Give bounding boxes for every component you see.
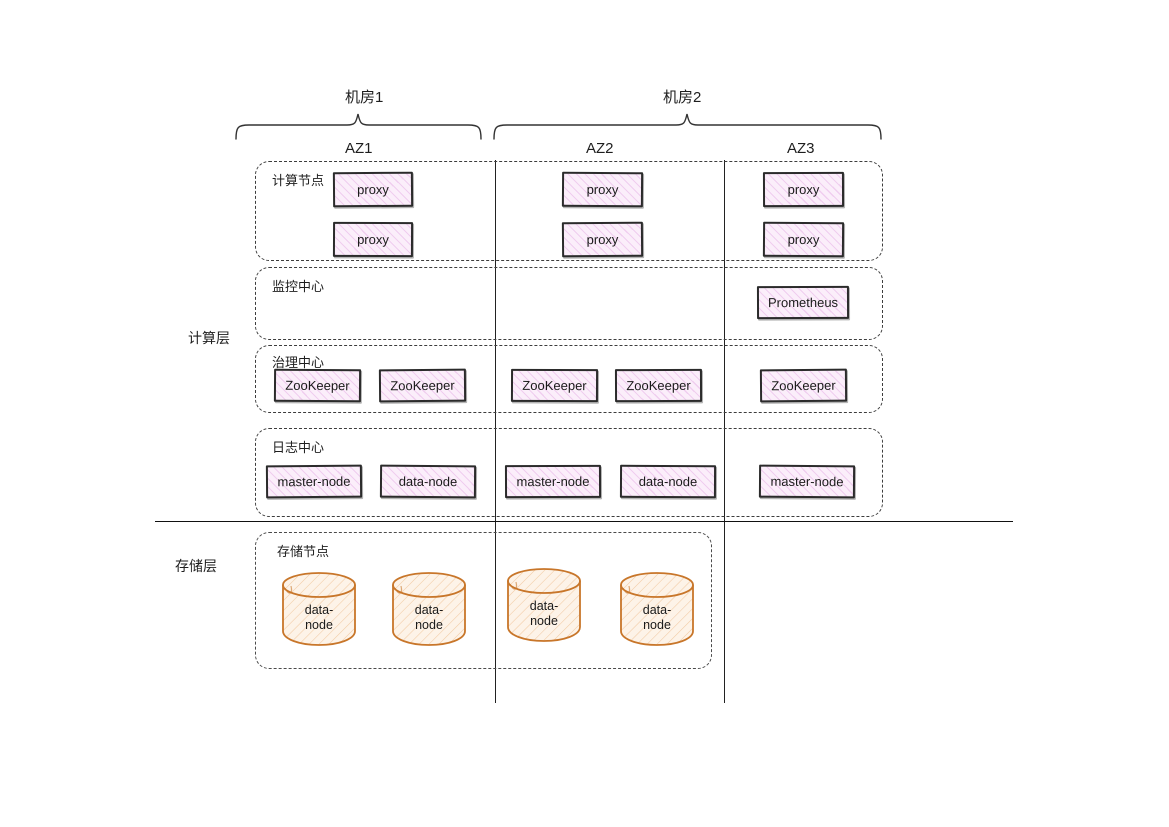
cylinder-label: data- node [615,603,699,633]
zone-divider-az1-az2 [495,160,496,703]
brace-room-2 [493,113,883,140]
node-prometheus-az3[interactable]: Prometheus [756,285,850,320]
node-label: ZooKeeper [285,377,350,394]
node-label: proxy [357,181,389,198]
cylinder-label-line2: node [305,618,333,632]
node-label: proxy [787,231,820,248]
cylinder-label-line1: data- [642,603,672,617]
node-proxy-az3-1[interactable]: proxy [762,171,845,208]
node-master-node-az3[interactable]: master-node [758,464,856,499]
zone-divider-az2-az3 [724,160,725,703]
cylinder-label-line2: node [643,618,671,632]
zone-label-az3: AZ3 [787,140,815,157]
cylinder-label: data- node [502,599,586,629]
node-proxy-az1-2[interactable]: proxy [332,221,414,258]
node-label: Prometheus [767,294,839,311]
node-label: master-node [770,473,844,490]
cylinder-data-node-az1-1[interactable]: data- node [277,567,361,653]
node-proxy-az1-1[interactable]: proxy [332,171,414,208]
group-governance-center [255,345,883,413]
node-master-node-az1[interactable]: master-node [265,464,363,499]
brace-room-1 [235,113,483,140]
cylinder-label-line1: data- [529,599,559,613]
group-label-logging-center: 日志中心 [272,440,325,455]
room-label-1: 机房1 [345,89,384,106]
node-label: proxy [357,231,389,248]
layer-divider [155,521,1013,522]
node-label: proxy [586,181,619,198]
node-zookeeper-az2-1[interactable]: ZooKeeper [510,368,599,403]
node-data-node-az1[interactable]: data-node [379,464,477,499]
node-proxy-az2-1[interactable]: proxy [561,171,644,208]
group-label-monitoring-center: 监控中心 [272,279,325,294]
cylinder-data-node-az2-1[interactable]: data- node [502,563,586,649]
node-label: master-node [277,473,351,490]
cylinder-label-line2: node [415,618,443,632]
node-label: proxy [787,181,820,198]
group-label-storage-nodes: 存储节点 [277,544,330,559]
node-label: master-node [516,473,590,490]
node-label: ZooKeeper [771,377,836,394]
group-monitoring-center [255,267,883,340]
node-label: ZooKeeper [522,377,587,394]
cylinder-label-line2: node [530,614,558,628]
cylinder-data-node-az2-2[interactable]: data- node [615,567,699,653]
cylinder-label: data- node [387,603,471,633]
group-logging-center [255,428,883,517]
cylinder-data-node-az1-2[interactable]: data- node [387,567,471,653]
node-zookeeper-az1-1[interactable]: ZooKeeper [273,368,362,403]
node-label: data-node [398,473,458,490]
zone-label-az1: AZ1 [345,140,373,157]
layer-label-compute: 计算层 [188,330,230,346]
zone-label-az2: AZ2 [586,140,614,157]
layer-label-storage: 存储层 [175,558,217,574]
node-data-node-az2[interactable]: data-node [619,464,717,499]
node-label: data-node [638,473,698,490]
node-proxy-az3-2[interactable]: proxy [762,221,845,258]
group-storage-nodes [255,532,712,669]
room-label-2: 机房2 [663,89,702,106]
group-label-compute-nodes: 计算节点 [272,173,325,188]
cylinder-label-line1: data- [304,603,334,617]
group-compute-nodes [255,161,883,261]
cylinder-label: data- node [277,603,361,633]
node-label: ZooKeeper [626,377,691,394]
node-proxy-az2-2[interactable]: proxy [561,221,644,258]
cylinder-label-line1: data- [414,603,444,617]
node-master-node-az2[interactable]: master-node [504,464,602,499]
group-label-governance-center: 治理中心 [272,355,325,370]
node-zookeeper-az1-2[interactable]: ZooKeeper [378,368,467,403]
node-label: ZooKeeper [390,377,455,394]
node-zookeeper-az2-2[interactable]: ZooKeeper [614,368,703,403]
node-zookeeper-az3-1[interactable]: ZooKeeper [759,368,848,403]
node-label: proxy [586,231,619,248]
